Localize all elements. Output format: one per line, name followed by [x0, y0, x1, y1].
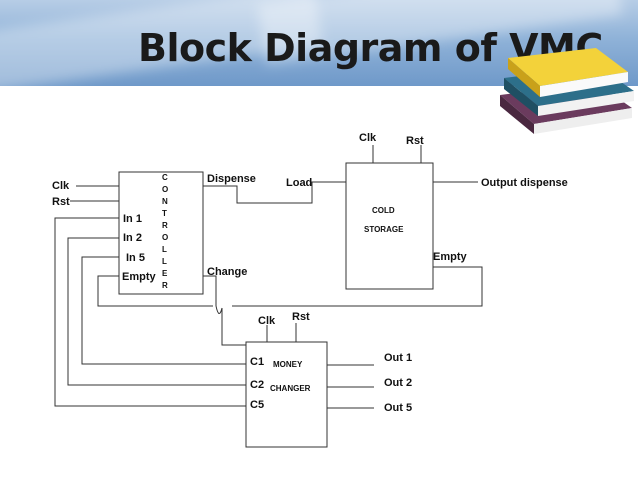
- cold-storage-title-2: STORAGE: [364, 225, 404, 234]
- money-changer-rst-label: Rst: [292, 311, 310, 323]
- cold-storage-rst-label: Rst: [406, 135, 424, 147]
- controller-letter: N: [162, 197, 168, 206]
- controller-clk-label: Clk: [52, 180, 70, 192]
- controller-letter: L: [162, 245, 167, 254]
- money-changer-title-2: CHANGER: [270, 384, 311, 393]
- money-changer-block: [245, 341, 328, 448]
- cold-storage-block: [345, 162, 434, 290]
- c1-label: C1: [250, 356, 264, 368]
- controller-letter: T: [162, 209, 167, 218]
- wires: [54, 145, 483, 409]
- c2-label: C2: [250, 379, 264, 391]
- controller-letter: C: [162, 173, 168, 182]
- c5-label: C5: [250, 399, 264, 411]
- change-label: Change: [207, 266, 247, 278]
- controller-letter: L: [162, 257, 167, 266]
- cold-storage-empty-label: Empty: [433, 251, 468, 263]
- money-changer-clk-label: Clk: [258, 315, 276, 327]
- out1-label: Out 1: [384, 352, 412, 364]
- money-changer-title-1: MONEY: [273, 360, 303, 369]
- controller-letter: O: [162, 185, 168, 194]
- controller-letter: E: [162, 269, 168, 278]
- out2-label: Out 2: [384, 377, 412, 389]
- controller-letter: O: [162, 233, 168, 242]
- controller-in1-label: In 1: [123, 213, 142, 225]
- controller-rst-label: Rst: [52, 196, 70, 208]
- controller-empty-label: Empty: [122, 271, 157, 283]
- cold-storage-title-1: COLD: [372, 206, 395, 215]
- cold-storage-clk-label: Clk: [359, 132, 377, 144]
- controller-in2-label: In 2: [123, 232, 142, 244]
- load-label: Load: [286, 177, 312, 189]
- out5-label: Out 5: [384, 402, 412, 414]
- controller-letter: R: [162, 281, 168, 290]
- controller-letter: R: [162, 221, 168, 230]
- controller-block: [118, 171, 204, 295]
- output-dispense-label: Output dispense: [481, 177, 568, 189]
- dispense-label: Dispense: [207, 173, 256, 185]
- books-icon: [500, 48, 634, 134]
- controller-in5-label: In 5: [126, 252, 145, 264]
